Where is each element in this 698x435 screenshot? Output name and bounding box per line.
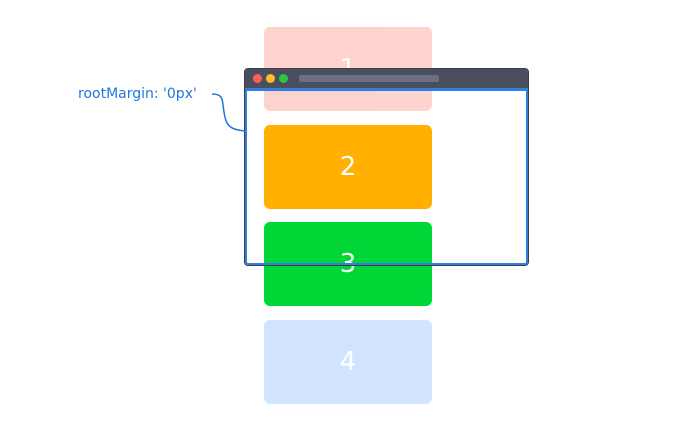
connector-curve bbox=[211, 93, 247, 132]
root-margin-label: rootMargin: '0px' bbox=[78, 86, 197, 102]
card-4-label: 4 bbox=[339, 347, 357, 377]
browser-titlebar bbox=[245, 69, 528, 88]
address-bar bbox=[299, 75, 439, 82]
browser-viewport bbox=[245, 88, 528, 265]
close-dot-icon bbox=[253, 74, 262, 83]
maximize-dot-icon bbox=[279, 74, 288, 83]
card-4: 4 bbox=[264, 320, 432, 404]
card-2: 2 bbox=[264, 125, 432, 209]
minimize-dot-icon bbox=[266, 74, 275, 83]
card-2-label: 2 bbox=[339, 152, 357, 182]
